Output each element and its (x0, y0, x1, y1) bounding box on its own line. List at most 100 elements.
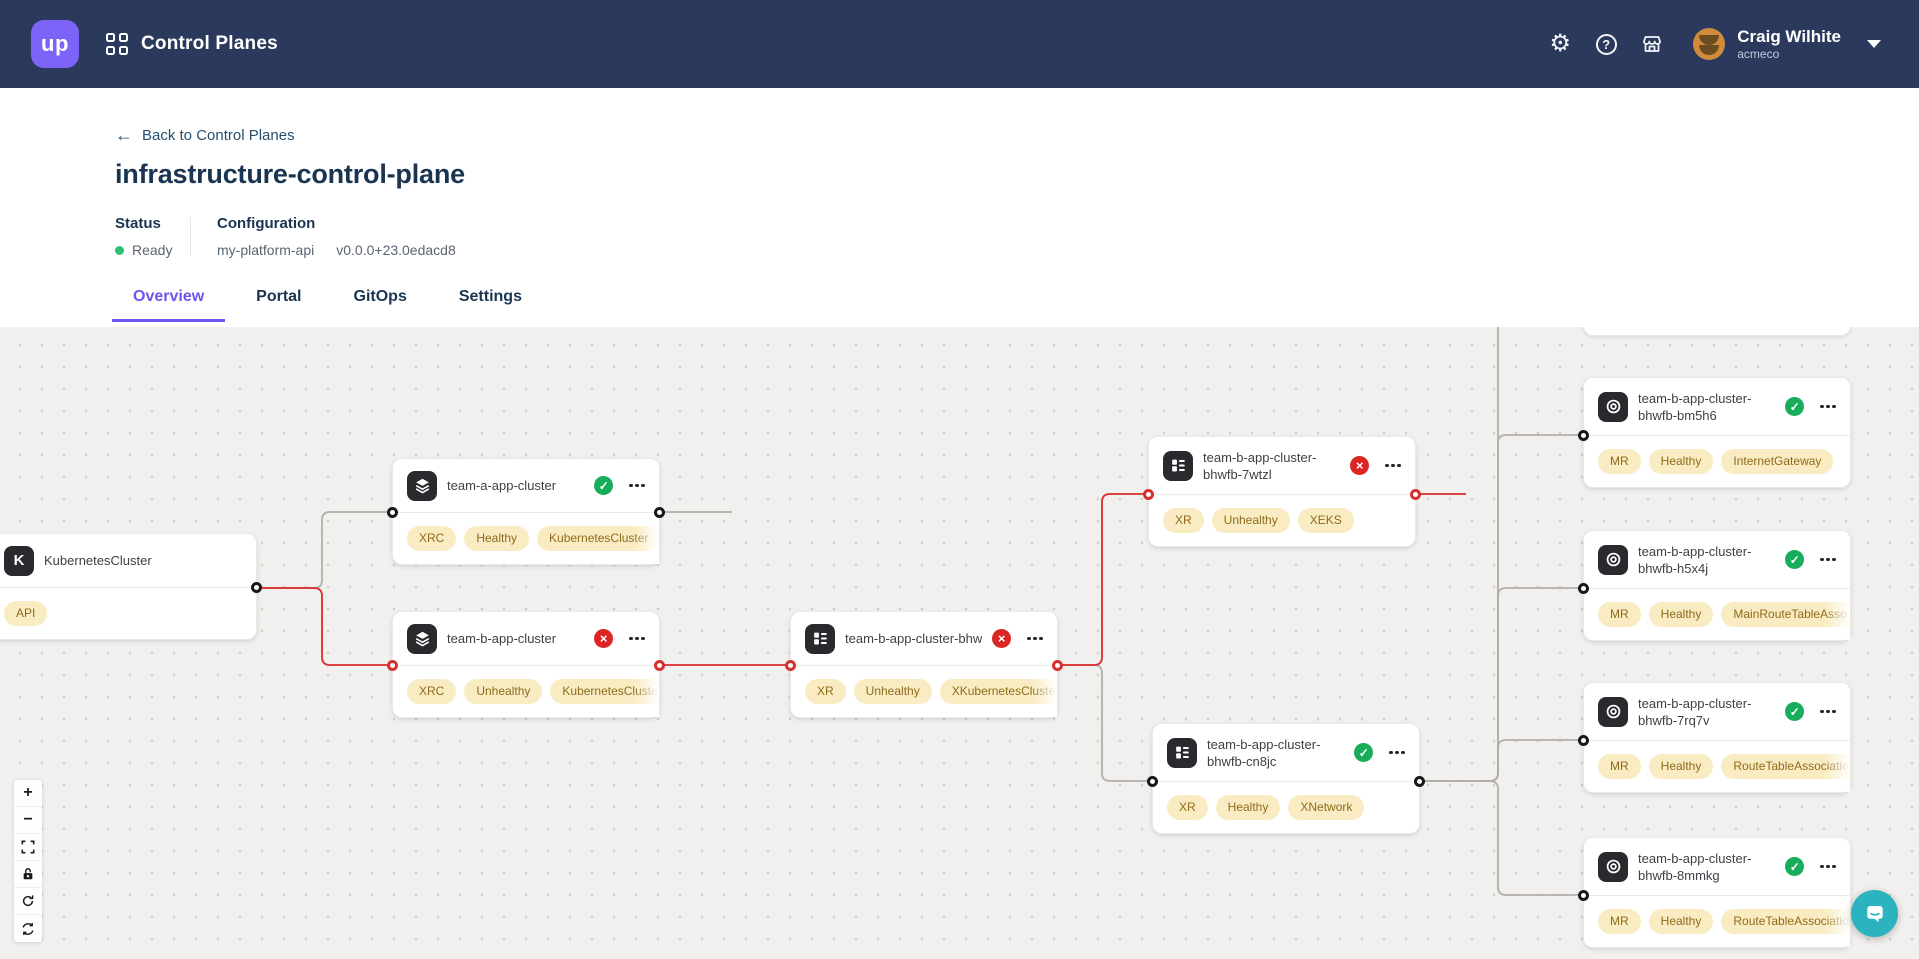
fit-view-button[interactable] (14, 834, 42, 861)
node-badge: KubernetesCluster (537, 526, 659, 551)
zoom-in-button[interactable]: + (14, 780, 42, 807)
back-link[interactable]: ← Back to Control Planes (115, 125, 295, 145)
node-badge: MR (1598, 909, 1641, 934)
tab-portal[interactable]: Portal (256, 288, 302, 305)
user-name: Craig Wilhite (1737, 27, 1841, 47)
page-header: ← Back to Control Planes infrastructure-… (0, 88, 1919, 322)
healthy-check-icon: ✓ (1785, 702, 1805, 721)
node-badge: Healthy (1648, 449, 1714, 474)
healthy-check-icon: ✓ (1785, 550, 1805, 569)
sync-button[interactable] (14, 915, 42, 942)
node-menu-button[interactable] (629, 483, 645, 488)
tab-settings[interactable]: Settings (458, 288, 522, 305)
configuration-name: my-platform-api (217, 242, 315, 258)
edge-k8s-to-team-a (257, 511, 392, 589)
node-menu-button[interactable] (1027, 636, 1043, 641)
port-left (785, 660, 796, 671)
node-menu-button[interactable] (1820, 864, 1836, 869)
node-badge: Healthy (1648, 602, 1714, 627)
port-left (1578, 890, 1589, 901)
node-card-clipped-top[interactable] (1583, 327, 1851, 336)
status-ready-dot (115, 245, 124, 255)
help-icon[interactable]: ? (1583, 21, 1629, 67)
zoom-out-button[interactable]: − (14, 807, 42, 834)
node-title: team-b-app-cluster-bhwfb-7wtzl (1203, 449, 1317, 482)
node-badge: MR (1598, 602, 1641, 627)
node-menu-button[interactable] (1820, 709, 1836, 714)
node-badge: API (4, 601, 48, 626)
node-badge: Unhealthy (853, 679, 932, 704)
canvas-controls: + − (14, 780, 42, 942)
node-badge: MR (1598, 754, 1641, 779)
tab-bar: Overview Portal GitOps Settings (112, 282, 1919, 322)
settings-gear-icon[interactable]: ⚙ (1549, 30, 1571, 57)
chat-bubble-icon (1866, 905, 1883, 922)
healthy-check-icon: ✓ (594, 476, 614, 495)
managed-resource-icon (1598, 696, 1628, 727)
tab-gitops[interactable]: GitOps (353, 288, 407, 305)
upbound-logo[interactable]: up (31, 20, 79, 68)
node-badge: XNetwork (1288, 795, 1365, 820)
node-menu-button[interactable] (1385, 463, 1401, 468)
chat-launcher-button[interactable] (1851, 890, 1898, 937)
edge-k8s-to-team-b (257, 587, 392, 666)
edge-bhwfb-to-7wtzl (1058, 493, 1148, 666)
node-badge: MainRouteTableAssociation (1721, 602, 1850, 627)
node-title: team-b-app-cluster-bhwfb-h5x4j (1638, 543, 1752, 576)
node-title: team-b-app-cluster-bhwfb-7rq7v (1638, 695, 1752, 728)
user-avatar (1693, 27, 1726, 60)
healthy-check-icon: ✓ (1354, 743, 1374, 762)
composite-icon (805, 623, 835, 654)
control-planes-grid-icon (106, 33, 128, 55)
port-left (1578, 430, 1589, 441)
unhealthy-x-icon: × (594, 629, 614, 648)
node-title: team-b-app-cluster-bhwfb (845, 631, 983, 646)
meta-divider (190, 217, 191, 256)
node-badge: Healthy (1215, 795, 1281, 820)
marketplace-icon[interactable] (1629, 21, 1675, 67)
node-card-team-b-app-cluster-bhwfb-h5x4j[interactable]: team-b-app-cluster-bhwfb-h5x4j ✓ MR Healthy… (1578, 530, 1851, 641)
chevron-down-icon (1867, 39, 1881, 48)
edge-cn8jc-to-8mmkg (1420, 780, 1583, 896)
node-title: KubernetesCluster (44, 553, 152, 568)
configuration-version: v0.0.0+23.0edacd8 (336, 242, 456, 258)
graph-edges (257, 327, 1583, 896)
healthy-check-icon: ✓ (1785, 857, 1805, 876)
edge-cn8jc-to-offscreen-top (1420, 327, 1499, 782)
node-badge: XKubernetesCluster (939, 679, 1057, 704)
node-menu-button[interactable] (1389, 750, 1405, 755)
tab-overview[interactable]: Overview (112, 282, 226, 322)
node-badge: RouteTableAssociation (1721, 754, 1850, 779)
port-left (1143, 489, 1154, 500)
edge-cn8jc-to-7rq7v (1420, 739, 1583, 782)
port-left (387, 507, 398, 518)
user-menu[interactable]: Craig Wilhite acmeco (1693, 27, 1881, 61)
layers-icon (407, 470, 437, 501)
composite-icon (1167, 737, 1197, 768)
rotate-button[interactable] (14, 888, 42, 915)
node-title: team-b-app-cluster-bhwfb-8mmkg (1638, 850, 1752, 883)
lock-button[interactable] (14, 861, 42, 888)
status-value: Ready (132, 242, 173, 258)
node-menu-button[interactable] (1820, 557, 1836, 562)
node-menu-button[interactable] (1820, 404, 1836, 409)
node-title: team-b-app-cluster-bhwfb-cn8jc (1207, 736, 1321, 769)
composite-icon (1163, 450, 1193, 481)
node-badge: MR (1598, 449, 1641, 474)
node-badge: RouteTableAssociation (1721, 909, 1850, 934)
port-left (1578, 735, 1589, 746)
node-menu-button[interactable] (629, 636, 645, 641)
edge-bhwfb-to-cn8jc (1058, 664, 1152, 782)
k-icon: K (4, 545, 34, 576)
node-badge: Unhealthy (1211, 508, 1290, 533)
